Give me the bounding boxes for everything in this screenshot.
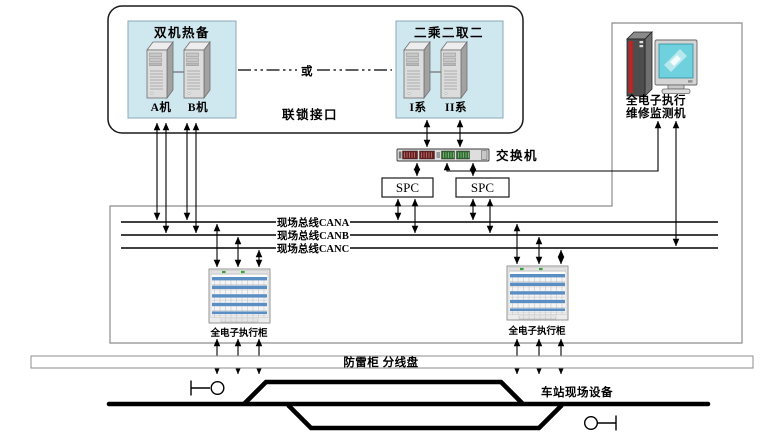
monitor-label-line2: 维修监测机 — [626, 106, 686, 120]
lightning-panel-label: 防雷柜 分线盘 — [343, 355, 418, 369]
two-by-two-title: 二乘二取二 — [414, 25, 484, 40]
machine-b-label: B机 — [188, 100, 208, 114]
monitor-switch-link — [443, 120, 662, 172]
track-upper-siding — [242, 379, 525, 406]
server-system2-icon — [440, 41, 468, 99]
hot-standby-group: 双机热备 A机 B机 — [127, 20, 237, 119]
field-bus-lines — [121, 221, 718, 249]
server-a-icon — [146, 41, 174, 99]
or-label: 或 — [301, 64, 313, 78]
spc1-label: SPC — [396, 180, 419, 195]
track-lower-siding — [286, 403, 564, 431]
server-system1-icon — [403, 41, 431, 99]
system-1-label: I系 — [410, 100, 427, 114]
monitor-label-line1: 全电子执行 — [625, 93, 686, 107]
signal-left-icon — [190, 380, 225, 396]
hot-standby-box — [127, 20, 237, 119]
lightning-panel — [30, 355, 754, 369]
field-bus-enclosure — [109, 22, 743, 344]
machine-a-label: A机 — [151, 100, 172, 114]
network-switch-group: 交换机 — [396, 148, 538, 163]
monitor-screen-icon — [654, 39, 698, 94]
switch-icon — [396, 148, 490, 162]
lightning-panel-group: 防雷柜 分线盘 — [30, 355, 754, 369]
system-2-label: II系 — [445, 100, 467, 114]
cabinet-left-label: 全电子执行柜 — [209, 327, 268, 339]
monitor-tower-icon — [626, 31, 653, 97]
server-b-icon — [183, 41, 211, 99]
bus-canc-label: 现场总线CANC — [277, 242, 349, 255]
switch-label: 交换机 — [496, 148, 538, 163]
monitor-machine-group: 全电子执行 维修监测机 — [625, 31, 698, 120]
spc2-box — [455, 177, 510, 198]
spc-group: SPC SPC — [381, 177, 510, 198]
or-connector: 或 — [238, 64, 392, 78]
field-equipment-label: 车站现场设备 — [541, 385, 613, 399]
signal-right-icon — [584, 415, 617, 431]
execution-cabinets: 全电子执行柜 全电子执行柜 — [208, 265, 569, 339]
cabinet-left-icon — [208, 268, 271, 324]
bus-labels: 现场总线CANA 现场总线CANB 现场总线CANC — [276, 215, 350, 255]
hot-standby-title: 双机热备 — [153, 25, 210, 40]
spc1-box — [381, 177, 434, 198]
interlock-interface-label: 联锁接口 — [282, 107, 338, 122]
bus-canb-label: 现场总线CANB — [277, 229, 349, 242]
spc2-label: SPC — [471, 180, 494, 195]
bus-cana-label: 现场总线CANA — [277, 216, 350, 229]
cabinet-right-label: 全电子执行柜 — [507, 325, 566, 337]
two-by-two-group: 二乘二取二 I系 II系 — [395, 20, 504, 119]
cabinet-right-icon — [506, 265, 569, 321]
track-layout: 车站现场设备 — [106, 379, 711, 431]
